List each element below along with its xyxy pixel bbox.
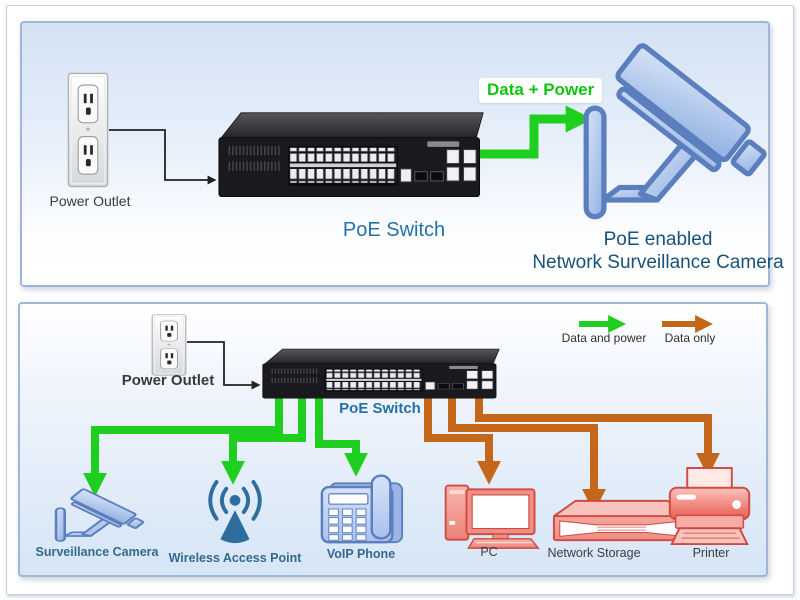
network-storage-label: Network Storage xyxy=(547,546,641,560)
cable-to-voip-phone xyxy=(315,392,368,477)
power-outlet-label: Power Outlet xyxy=(121,372,215,389)
poe-camera-diagram xyxy=(67,23,768,285)
poe-switch-icon xyxy=(218,112,484,198)
camera-caption-line2: Network Surveillance Camera xyxy=(532,252,784,273)
power-outlet-icon xyxy=(151,314,187,376)
cable-to-printer xyxy=(475,392,720,477)
power-cable-line xyxy=(109,129,217,185)
pc-icon xyxy=(444,484,540,550)
wireless-access-point-label: Wireless Access Point xyxy=(168,551,302,565)
poe-switch-label: PoE Switch xyxy=(339,400,421,417)
voip-phone-icon xyxy=(320,474,404,544)
poe-network-panel: Power Outlet PoE Switch Data and power D… xyxy=(18,302,768,577)
poe-switch-label: PoE Switch xyxy=(342,219,446,241)
legend-data-power-label: Data and power xyxy=(561,331,647,345)
voip-phone-label: VoIP Phone xyxy=(326,547,396,561)
cable-to-surveillance-camera xyxy=(83,392,283,497)
power-cable-line xyxy=(187,341,261,390)
outer-frame xyxy=(6,5,794,595)
printer-icon xyxy=(668,466,751,546)
legend-data-only-label: Data only xyxy=(664,331,716,345)
poe-camera-panel: Power Outlet PoE Switch Data + Power PoE… xyxy=(20,21,784,287)
power-outlet-label: Power Outlet xyxy=(49,193,131,209)
surveillance-camera-label: Surveillance Camera xyxy=(35,545,159,559)
camera-caption-line1: PoE enabled xyxy=(603,229,713,250)
surveillance-camera-icon xyxy=(54,487,146,543)
cable-to-wireless-access-point xyxy=(221,392,306,485)
camera-caption: PoE enabled Network Surveillance Camera xyxy=(532,228,783,274)
cable-to-network-storage xyxy=(448,392,606,513)
cable-to-pc xyxy=(424,392,501,485)
pc-label: PC xyxy=(480,545,498,559)
power-outlet-icon xyxy=(67,72,109,188)
network-storage-icon xyxy=(552,499,691,542)
poe-network-diagram xyxy=(54,314,751,550)
surveillance-camera-icon xyxy=(586,44,768,217)
printer-label: Printer xyxy=(692,546,730,560)
data-power-label: Data + Power xyxy=(479,78,603,103)
wireless-access-point-icon xyxy=(208,480,262,546)
poe-switch-icon xyxy=(262,348,500,399)
data-power-cable-line xyxy=(472,105,593,159)
